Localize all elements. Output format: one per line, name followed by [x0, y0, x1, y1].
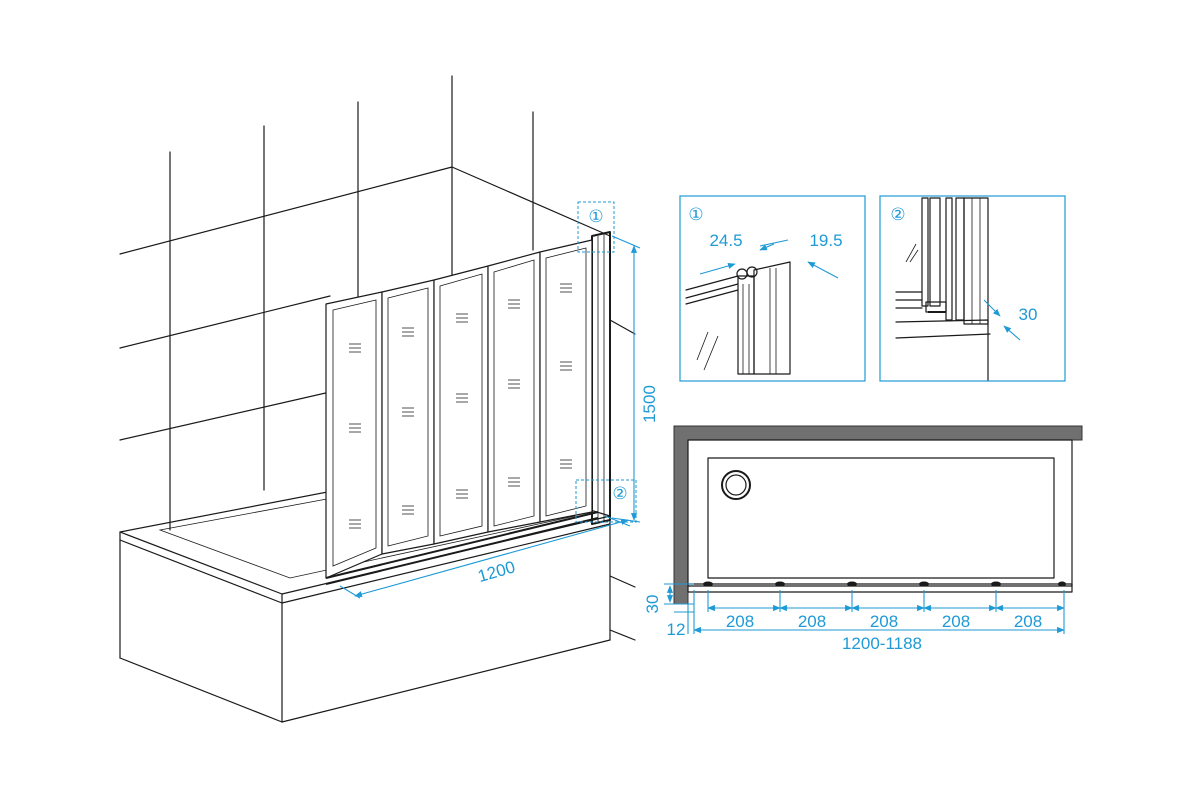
panel-width-5: 208: [1014, 612, 1042, 631]
drain-icon: [721, 470, 751, 500]
hinges: [703, 581, 1066, 587]
screen-panels: [325, 239, 599, 585]
offset-label: 12: [667, 620, 686, 639]
detail-2: ② 30: [879, 195, 1066, 382]
callout-2-box: [575, 479, 637, 523]
detail-1-left-dim: 24.5: [709, 231, 742, 250]
tub-basin: [707, 457, 1055, 579]
plan-dim-lines: [664, 583, 1065, 634]
total-width-label: 1200-1188: [842, 634, 922, 653]
plan-height-label: 30: [643, 595, 662, 614]
panel-width-2: 208: [798, 612, 826, 631]
width-label: 1200: [476, 557, 518, 586]
detail-1-callout: ①: [688, 205, 703, 224]
height-dimension: [611, 235, 641, 523]
height-label: 1500: [640, 385, 659, 423]
detail-1: ① 24.5 19.5: [679, 195, 866, 382]
width-dimension: [339, 515, 631, 599]
detail-1-right-dim: 19.5: [809, 231, 842, 250]
detail-2-callout: ②: [890, 205, 905, 224]
screen-plan: [687, 583, 1073, 593]
detail-1-profile: [685, 261, 791, 375]
panel-width-3: 208: [870, 612, 898, 631]
callout-1-box: [577, 201, 615, 253]
panel-width-4: 208: [942, 612, 970, 631]
perspective-view: 1500 1200 ① ②: [119, 75, 659, 723]
plan-view: 208 208 208 208 208 12 30 1200-1188: [643, 425, 1083, 653]
callout-2-label: ②: [612, 484, 627, 503]
callout-1-label: ①: [588, 207, 603, 226]
panel-width-1: 208: [726, 612, 754, 631]
detail-2-profile: [895, 197, 991, 381]
detail-2-dim: 30: [1019, 305, 1038, 324]
